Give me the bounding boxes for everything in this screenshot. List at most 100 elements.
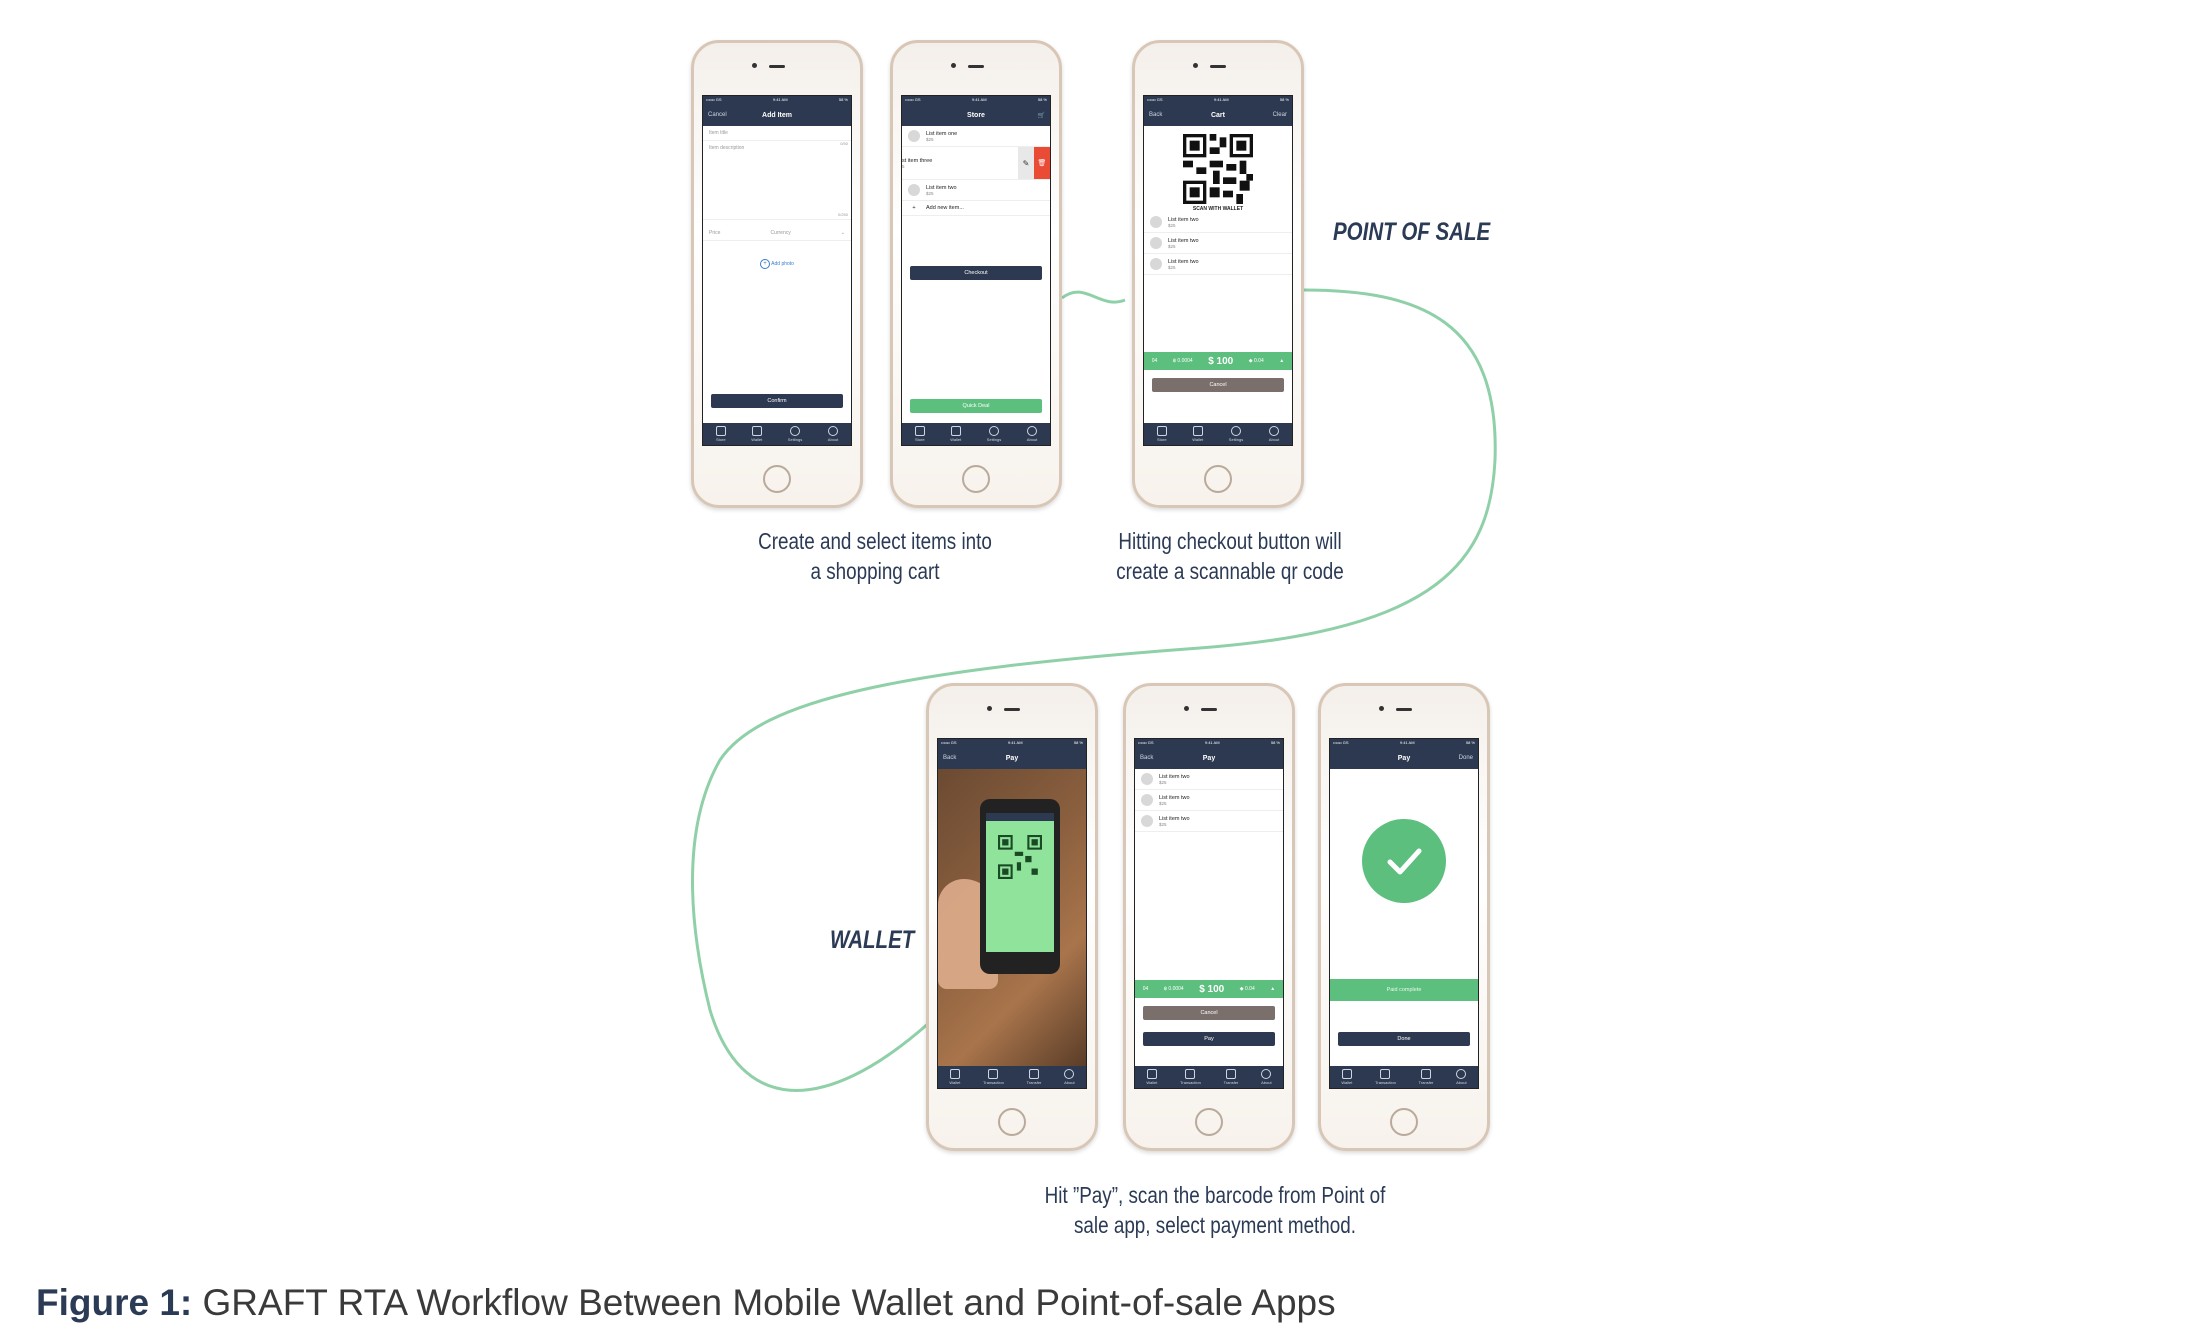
add-new-item-row[interactable]: +Add new item... [902, 201, 1050, 216]
tab-wallet[interactable]: Wallet [1192, 426, 1203, 442]
front-camera [951, 63, 956, 68]
back-link[interactable]: Back [943, 755, 957, 761]
description-counter-bottom: 0/250 [837, 212, 848, 217]
list-item[interactable]: List item two$25 [1144, 254, 1292, 275]
item-title-field[interactable]: Item title [703, 126, 851, 141]
list-item[interactable]: List item two$25 [1135, 769, 1283, 790]
tab-transaction[interactable]: Transaction [1375, 1069, 1396, 1085]
cart-icon[interactable]: 🛒 [1037, 112, 1045, 119]
currency-carousel[interactable]: 04 ฿ 0.0004 $ 100 ◆ 0.04 ▲ [1135, 980, 1283, 998]
back-link[interactable]: Back [1149, 112, 1163, 118]
tab-transfer[interactable]: Transfer [1224, 1069, 1238, 1085]
tab-transfer[interactable]: Transfer [1027, 1069, 1041, 1085]
plus-icon: + [912, 205, 916, 211]
tab-wallet[interactable]: Wallet [751, 426, 762, 442]
delete-button[interactable]: 🗑 [1034, 147, 1050, 179]
screen-title: Pay [1397, 754, 1411, 762]
info-icon [828, 426, 838, 436]
tab-bar: Store Wallet Settings About [703, 423, 851, 445]
wallet-icon [1146, 1069, 1157, 1079]
currency-carousel[interactable]: 04 ฿ 0.0004 $ 100 ◆ 0.04 ▲ [1144, 352, 1292, 370]
speaker [968, 65, 984, 68]
plus-circle-icon: + [760, 259, 771, 269]
tab-store[interactable]: Store [1156, 426, 1167, 442]
item-thumbnail [1141, 815, 1153, 827]
currency-select[interactable]: Currency [770, 230, 791, 236]
list-item[interactable]: List item one$25 [902, 126, 1050, 147]
cancel-button[interactable]: Cancel [1152, 378, 1284, 392]
tab-about[interactable]: About [828, 426, 838, 442]
clear-link[interactable]: Clear [1272, 112, 1287, 118]
tab-store[interactable]: Store [715, 426, 726, 442]
pay-button[interactable]: Pay [1143, 1032, 1275, 1046]
tab-about[interactable]: About [1027, 426, 1037, 442]
checkmark-icon [1362, 819, 1446, 903]
tab-about[interactable]: About [1269, 426, 1279, 442]
tab-wallet[interactable]: Wallet [1146, 1069, 1157, 1085]
nav-bar: Store 🛒 [902, 104, 1050, 126]
tab-transfer[interactable]: Transfer [1419, 1069, 1433, 1085]
back-link[interactable]: Back [1140, 755, 1154, 761]
list-item[interactable]: List item two$25 [1135, 790, 1283, 811]
transaction-icon [1185, 1069, 1196, 1079]
info-icon [1456, 1069, 1467, 1079]
tab-settings[interactable]: Settings [788, 426, 802, 442]
point-of-sale-label: POINT OF SALE [1333, 218, 1491, 246]
transfer-icon [1226, 1069, 1236, 1079]
nav-bar: Back Pay [938, 747, 1086, 769]
tab-about[interactable]: About [1064, 1069, 1075, 1085]
item-thumbnail [1141, 794, 1153, 806]
done-button[interactable]: Done [1338, 1032, 1470, 1046]
edit-button[interactable]: ✎ [1018, 147, 1034, 179]
tab-settings[interactable]: Settings [1229, 426, 1243, 442]
speaker [1210, 65, 1226, 68]
quick-deal-button[interactable]: Quick Deal [910, 399, 1042, 413]
add-photo-link[interactable]: + Add photo [703, 259, 851, 269]
confirm-button[interactable]: Confirm [711, 394, 843, 408]
step3-caption: Hit ”Pay”, scan the barcode from Point o… [1044, 1182, 1386, 1238]
done-link[interactable]: Done [1458, 755, 1473, 761]
home-button [962, 465, 990, 493]
speaker [1004, 708, 1020, 711]
camera-viewfinder[interactable] [938, 769, 1086, 1066]
item-description-field[interactable]: Item description 0/50 0/250 [703, 141, 851, 220]
list-item[interactable]: List item two$25 [1135, 811, 1283, 832]
tab-store[interactable]: Store [914, 426, 925, 442]
price-field[interactable]: Price [709, 230, 721, 236]
info-icon [1261, 1069, 1272, 1079]
tab-transaction[interactable]: Transaction [1180, 1069, 1201, 1085]
tab-about[interactable]: About [1261, 1069, 1272, 1085]
price-row[interactable]: Price Currency ⌄ [703, 226, 851, 241]
wallet-icon [1192, 426, 1203, 436]
list-item[interactable]: List item two$25 [1144, 212, 1292, 233]
description-counter-top: 0/50 [840, 141, 848, 146]
item-thumbnail [1150, 237, 1162, 249]
tab-transaction[interactable]: Transaction [983, 1069, 1004, 1085]
list-item[interactable]: List item two$25 [902, 180, 1050, 201]
info-icon [1027, 426, 1037, 436]
photo-phone [980, 799, 1060, 974]
usd-amount: $ 100 [1199, 983, 1225, 995]
figure-title: GRAFT RTA Workflow Between Mobile Wallet… [192, 1282, 1336, 1323]
tab-settings[interactable]: Settings [987, 426, 1001, 442]
checkout-button[interactable]: Checkout [910, 266, 1042, 280]
tab-about[interactable]: About [1456, 1069, 1467, 1085]
transaction-icon [988, 1069, 999, 1079]
tab-wallet[interactable]: Wallet [949, 1069, 960, 1085]
list-item[interactable]: List item two$25 [1144, 233, 1292, 254]
qr-code [1183, 134, 1253, 204]
front-camera [1379, 706, 1384, 711]
tab-wallet[interactable]: Wallet [950, 426, 961, 442]
screen-title: Add Item [762, 111, 792, 119]
tab-wallet[interactable]: Wallet [1341, 1069, 1352, 1085]
cancel-link[interactable]: Cancel [708, 112, 727, 118]
nav-bar: Back Cart Clear [1144, 104, 1292, 126]
cancel-button[interactable]: Cancel [1143, 1006, 1275, 1020]
